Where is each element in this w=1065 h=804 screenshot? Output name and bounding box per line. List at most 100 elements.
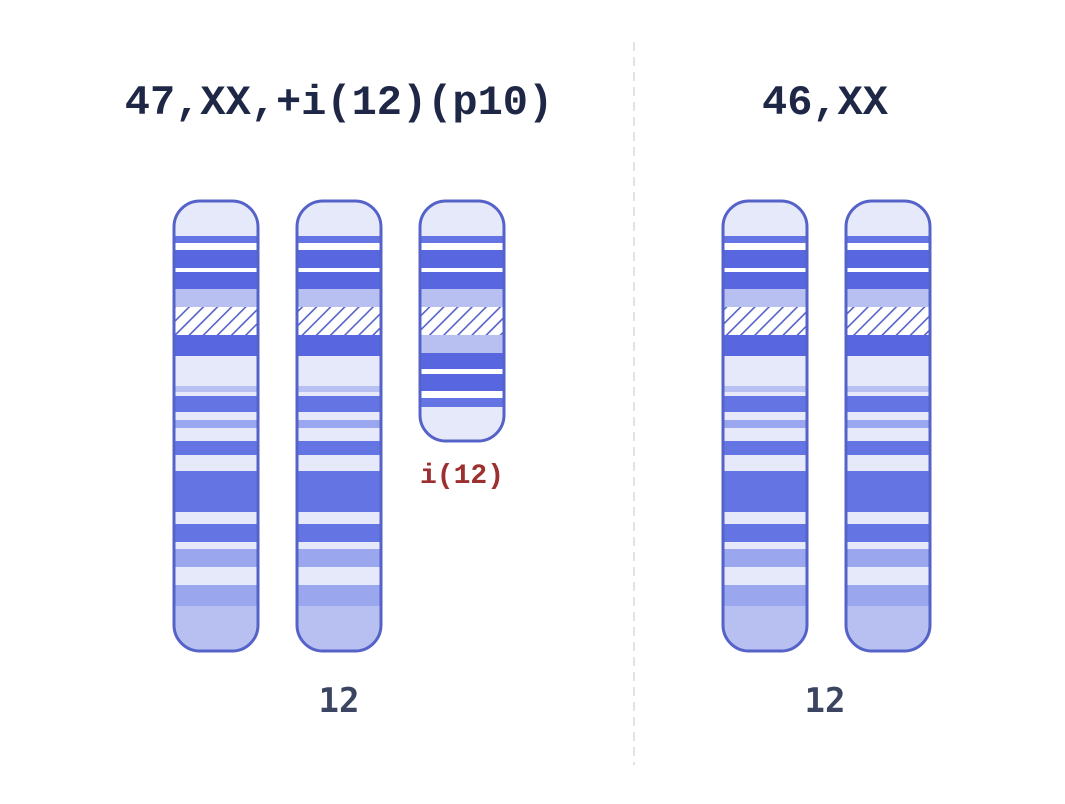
chromosome-band (420, 391, 504, 398)
chromosome-band (846, 236, 930, 243)
chromosome-band (723, 524, 807, 542)
chromosome-band (420, 289, 504, 307)
chromosome-band (846, 412, 930, 420)
chromosome-band (174, 512, 258, 524)
chromosome-band (723, 471, 807, 512)
chromosome-band (420, 335, 504, 353)
chromosome-band (846, 386, 930, 392)
chromosome-band (846, 250, 930, 268)
chromosome-band (846, 542, 930, 549)
chromosome-band (723, 420, 807, 428)
chromosome-band (420, 201, 504, 236)
chromosome-band (297, 335, 381, 356)
chromosome-band (174, 455, 258, 471)
chromosome-band (846, 201, 930, 236)
chromosome-band (174, 412, 258, 420)
chromosome-band (420, 243, 504, 250)
centromere-band (297, 307, 381, 335)
chromosome-band (297, 441, 381, 455)
chromosome-band (420, 374, 504, 391)
centromere-band (723, 307, 807, 335)
chromosome-band (420, 353, 504, 369)
chromosome-12-copy-2 (295, 199, 383, 653)
chromosome-band (846, 567, 930, 585)
chromosome-band (846, 455, 930, 471)
abnormal-karyotype-title: 47,XX,+i(12)(p10) (125, 79, 553, 127)
chromosome-band (723, 567, 807, 585)
chromosome-band (846, 268, 930, 272)
chromosome-band (297, 201, 381, 236)
chromosome-band (723, 396, 807, 412)
chromosome-outline (844, 199, 932, 653)
chromosome-band (174, 420, 258, 428)
chromosome-band (297, 512, 381, 524)
chromosome-band (723, 236, 807, 243)
chromosome-band (297, 356, 381, 386)
chromosome-band (723, 272, 807, 289)
chromosome-band (723, 289, 807, 307)
normal-karyotype-title: 46,XX (762, 79, 889, 127)
chromosome-band (297, 420, 381, 428)
chromosome-band (174, 428, 258, 441)
chromosome-band (723, 455, 807, 471)
chromosome-band (846, 549, 930, 567)
chromosome-band (174, 272, 258, 289)
chromosome-band (723, 585, 807, 606)
chromosome-outline (295, 199, 383, 653)
chromosome-band (723, 356, 807, 386)
chromosome-band (297, 585, 381, 606)
chromosome-band (297, 386, 381, 392)
chromosome-band (846, 420, 930, 428)
chromosome-band (174, 236, 258, 243)
chromosome-band (846, 524, 930, 542)
chromosome-band (174, 392, 258, 396)
chromosome-band (174, 524, 258, 542)
chromosome-band (723, 268, 807, 272)
centromere-band (174, 307, 258, 335)
isochromosome-label: i(12) (420, 461, 504, 492)
chromosome-band (420, 398, 504, 407)
chromosome-band (174, 289, 258, 307)
chromosome-band (846, 606, 930, 651)
chromosome-band (846, 392, 930, 396)
chromosome-band (297, 455, 381, 471)
chromosome-band (174, 585, 258, 606)
chromosome-band (174, 201, 258, 236)
chromosome-band (723, 201, 807, 236)
chromosome-band (297, 268, 381, 272)
chromosome-band (174, 386, 258, 392)
centromere-band (420, 307, 504, 335)
chromosome-band (297, 606, 381, 651)
chromosome-band (846, 396, 930, 412)
chromosome-outline (721, 199, 809, 653)
chromosome-band (846, 512, 930, 524)
chromosome-band (297, 289, 381, 307)
chromosome-band (174, 567, 258, 585)
chromosome-band (297, 272, 381, 289)
chromosome-outline (172, 199, 260, 653)
chromosome-band (297, 250, 381, 268)
chromosome-band (174, 542, 258, 549)
chromosome-band (723, 335, 807, 356)
chromosome-band (297, 392, 381, 396)
chromosome-band (174, 335, 258, 356)
normal-chromosome-12-copy-2 (844, 199, 932, 653)
chromosome-band (297, 549, 381, 567)
normal-chromosome-12-copy-1 (721, 199, 809, 653)
centromere-band (846, 307, 930, 335)
chromosome-band (723, 250, 807, 268)
chromosome-band (297, 567, 381, 585)
chromosome-band (846, 356, 930, 386)
chromosome-band (297, 542, 381, 549)
chromosome-band (297, 428, 381, 441)
chromosome-band (174, 549, 258, 567)
chromosome-band (297, 471, 381, 512)
chromosome-band (723, 512, 807, 524)
chromosome-12-copy-1 (172, 199, 260, 653)
chromosome-band (846, 243, 930, 250)
chromosome-band (723, 386, 807, 392)
chromosome-band (297, 243, 381, 250)
chromosome-band (846, 471, 930, 512)
chromosome-band (723, 243, 807, 250)
normal-chromosome-number-label: 12 (805, 681, 846, 721)
